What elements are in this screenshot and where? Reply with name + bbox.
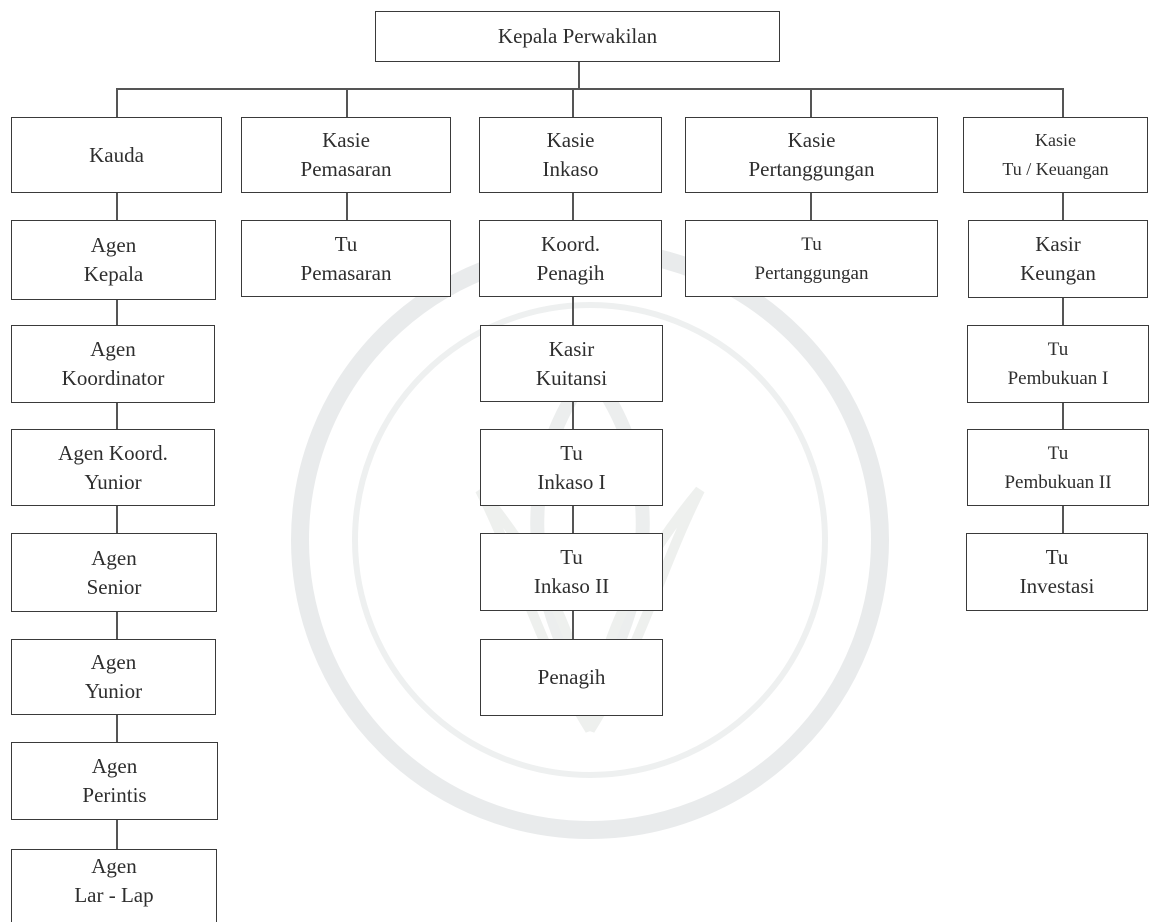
node-tu-pembukuan-1: Tu Pembukuan I (967, 325, 1149, 403)
connector-col5-1 (1062, 193, 1064, 220)
node-label-line-1: Tu (1047, 339, 1069, 360)
node-label-line-2: Pembukuan II (1004, 471, 1112, 493)
node-kasie-tu-keuangan: Kasie Tu / Keuangan (963, 117, 1148, 193)
node-label-line-1: Tu (1045, 545, 1069, 569)
connector-col5-2 (1062, 298, 1064, 325)
node-label: Penagih (537, 665, 606, 689)
node-kepala-perwakilan: Kepala Perwakilan (375, 11, 780, 62)
node-label-line-2: Keungan (1020, 261, 1096, 285)
node-kasie-pemasaran: Kasie Pemasaran (241, 117, 451, 193)
node-label-line-1: Tu (560, 545, 583, 569)
connector-inkaso-up (572, 88, 574, 117)
node-label-line-2: Yunior (84, 679, 143, 703)
node-label-line-1: Kasie (546, 128, 595, 152)
node-label-line-2: Pemasaran (300, 260, 392, 285)
node-label-line-1: Agen (90, 337, 136, 361)
connector-col1-2 (116, 300, 118, 325)
node-label: Kepala Perwakilan (497, 24, 658, 48)
node-tu-investasi: Tu Investasi (966, 533, 1148, 611)
node-label-line-2: Yunior (84, 469, 142, 494)
connector-col3-2 (572, 297, 574, 325)
connector-col1-4 (116, 506, 118, 533)
node-label-line-2: Penagih (536, 260, 605, 285)
node-label-line-2: Tu / Keuangan (1002, 159, 1109, 179)
connector-col1-7 (116, 820, 118, 849)
node-label-line-1: Kasir (1035, 232, 1081, 256)
node-tu-inkaso-2: Tu Inkaso II (480, 533, 663, 611)
node-kauda: Kauda (11, 117, 222, 193)
node-label-line-1: Kasie (322, 128, 370, 152)
connector-col1-5 (116, 612, 118, 639)
node-label-line-2: Lar - Lap (74, 883, 154, 907)
connector-col3-3 (572, 402, 574, 429)
node-label-line-1: Tu (560, 440, 583, 465)
node-label-line-1: Tu (1047, 442, 1069, 464)
node-label-line-2: Pertanggungan (748, 157, 875, 181)
connector-col5-3 (1062, 403, 1064, 429)
node-koord-penagih: Koord. Penagih (479, 220, 662, 297)
node-label-line-1: Tu (334, 231, 358, 256)
node-label-line-2: Pertanggungan (754, 262, 869, 284)
connector-col3-1 (572, 193, 574, 220)
connector-col4-1 (810, 193, 812, 220)
connector-col3-4 (572, 506, 574, 533)
node-agen-yunior: Agen Yunior (11, 639, 216, 715)
node-label-line-1: Tu (801, 233, 822, 255)
connector-pertanggungan-up (810, 88, 812, 117)
connector-col1-1 (116, 193, 118, 220)
node-label-line-2: Koordinator (61, 366, 165, 390)
node-tu-pembukuan-2: Tu Pembukuan II (967, 429, 1149, 506)
node-label-line-2: Senior (86, 574, 142, 599)
connector-root-down (578, 62, 580, 88)
node-label-line-2: Pemasaran (300, 157, 392, 181)
node-label-line-1: Agen (91, 545, 137, 570)
node-kasie-pertanggungan: Kasie Pertanggungan (685, 117, 938, 193)
node-kasie-inkaso: Kasie Inkaso (479, 117, 662, 193)
node-agen-kepala: Agen Kepala (11, 220, 216, 300)
node-agen-koord-yunior: Agen Koord. Yunior (11, 429, 215, 506)
node-label-line-2: Investasi (1019, 574, 1095, 598)
node-agen-lar-lap: Agen Lar - Lap (11, 849, 217, 922)
connector-col3-5 (572, 611, 574, 639)
node-label-line-1: Kasie (787, 128, 836, 152)
node-label: Kauda (89, 142, 144, 167)
connector-pemasaran-up (346, 88, 348, 117)
node-kasir-keungan: Kasir Keungan (968, 220, 1148, 298)
node-agen-koordinator: Agen Koordinator (11, 325, 215, 403)
node-agen-perintis: Agen Perintis (11, 742, 218, 820)
node-label-line-1: Koord. (541, 231, 600, 256)
node-label-line-1: Kasir (548, 336, 595, 361)
connector-top-bar (116, 88, 1062, 90)
node-label-line-2: Pembukuan I (1007, 368, 1109, 389)
node-label-line-2: Kuitansi (535, 365, 608, 390)
connector-col1-6 (116, 715, 118, 742)
node-label-line-2: Inkaso (542, 157, 599, 181)
connector-col1-3 (116, 403, 118, 429)
node-label-line-1: Agen Koord. (58, 440, 168, 465)
node-label-line-2: Perintis (82, 783, 147, 807)
connector-col5-4 (1062, 506, 1064, 533)
node-label-line-1: Agen (91, 854, 137, 878)
node-label-line-1: Agen (90, 650, 137, 674)
node-tu-inkaso-1: Tu Inkaso I (480, 429, 663, 506)
node-label-line-1: Agen (90, 233, 137, 257)
connector-col2-1 (346, 193, 348, 220)
node-penagih: Penagih (480, 639, 663, 716)
node-tu-pemasaran: Tu Pemasaran (241, 220, 451, 297)
node-tu-pertanggungan: Tu Pertanggungan (685, 220, 938, 297)
node-agen-senior: Agen Senior (11, 533, 217, 612)
node-label-line-1: Kasie (1035, 130, 1076, 150)
connector-keuangan-up (1062, 88, 1064, 117)
node-label-line-2: Inkaso I (537, 469, 606, 494)
connector-kauda-up (116, 88, 118, 117)
node-label-line-2: Kepala (83, 262, 144, 286)
node-label-line-2: Inkaso II (533, 574, 610, 598)
node-label-line-1: Agen (91, 754, 138, 778)
node-kasir-kuitansi: Kasir Kuitansi (480, 325, 663, 402)
